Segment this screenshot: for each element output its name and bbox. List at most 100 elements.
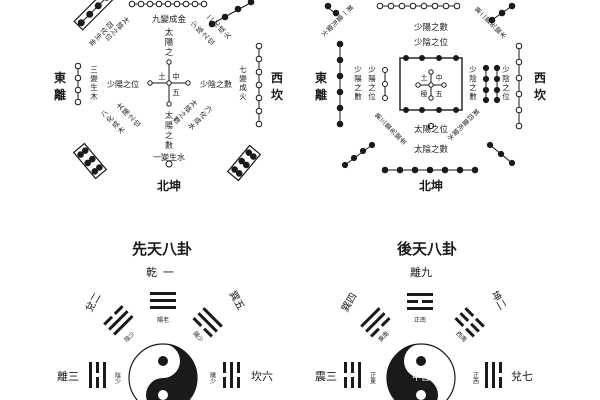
- ur-right-inner-dots: [482, 64, 501, 104]
- ur-diag-tl: 第 一 靈 先 變 火: [320, 3, 356, 39]
- ur-square-top-dots: [403, 55, 459, 61]
- ul-diag-char: 生: [93, 31, 104, 42]
- ur-left2-char: 陽: [368, 74, 376, 83]
- ul-west-char: 七: [239, 65, 247, 74]
- ur-core-bottom: 極: [421, 89, 428, 98]
- ur-core-middle: 五: [436, 90, 443, 98]
- ur-diag-char: 靈: [483, 15, 494, 26]
- ul-diag-char: 太: [120, 15, 131, 26]
- ul-diag-char: 之: [200, 30, 211, 41]
- ur-right-char: 少: [469, 65, 477, 74]
- ur-diag-char: 變: [450, 127, 461, 138]
- lr-top-small: 正南: [414, 316, 426, 324]
- lr-tr-trigram: [454, 307, 485, 338]
- ul-diag-char: 四: [104, 20, 115, 31]
- ul-diag-char: 位: [103, 32, 114, 43]
- lr-top-trigram: [407, 293, 433, 310]
- ur-diag-char: 二: [478, 10, 489, 21]
- ur-left-char: 陽: [354, 74, 362, 83]
- ul-diag-bl: 太 陽 之 位: [115, 101, 143, 129]
- ul-diag-char: 之: [109, 26, 120, 37]
- ul-diag-char: 數: [171, 115, 182, 126]
- ur-diag-char: 變: [493, 24, 504, 35]
- ur-inner-cross: [415, 69, 447, 101]
- ur-bl-dot-chain: [341, 141, 376, 169]
- ul-west-char: 成: [239, 82, 247, 92]
- ul-diag-char: 陰: [194, 24, 205, 35]
- ur-south-a: 太陰之數: [414, 144, 449, 155]
- ul-west-label-1: 西: [271, 71, 283, 85]
- ur-diag-char: 三: [378, 116, 389, 127]
- ul-south-char: 數: [165, 140, 173, 150]
- ur-left-column2: 少 陽 之 位: [368, 65, 376, 101]
- ur-tl-dot-chain: [324, 2, 340, 17]
- lr-title: 後天八卦: [396, 240, 457, 258]
- lr-tr-name: 坤二: [488, 288, 509, 312]
- ul-diag-char: 金: [87, 37, 98, 48]
- ul-west-column: 七 變 成 火: [239, 65, 247, 101]
- ul-north-label: 九變成金: [152, 14, 187, 25]
- ur-north-a: 少陽之數: [414, 22, 449, 33]
- ll-tr-small: 陽少: [191, 330, 205, 344]
- ul-sun-lesser: 少陽之位: [107, 79, 139, 89]
- ul-core-top: 中: [172, 71, 180, 81]
- ul-diag-br: 太 陰 之 數: [171, 98, 199, 126]
- ur-left2-char: 位: [368, 91, 376, 101]
- ul-diag-char: 陰: [114, 20, 125, 31]
- ur-diag-char: 火: [320, 28, 331, 39]
- ul-center-column: 太 陽 之 數: [165, 27, 174, 58]
- ul-diag-char: 化: [197, 109, 208, 120]
- ur-diag-char: 金: [398, 135, 409, 146]
- ul-west-char: 火: [239, 92, 247, 101]
- ul-diag-tl: 四 化 生 金: [87, 20, 115, 48]
- ul-core-bottom: 五: [172, 88, 180, 97]
- ur-left-inner-dots: [382, 67, 388, 101]
- lr-top-name-1: 離九: [410, 265, 432, 279]
- ur-east-label-2: 離: [315, 87, 327, 102]
- ul-diag-char: 六: [203, 104, 214, 115]
- ll-top-name: 乾一: [146, 266, 180, 279]
- ur-diag-char: 變: [324, 23, 335, 34]
- ul-left-dot-column: [74, 62, 82, 106]
- ul-center-char: 太: [165, 27, 174, 38]
- ur-diag-bl: 第 三 靈 先 變 金: [373, 110, 409, 146]
- ur-diag-char: 先: [329, 18, 340, 29]
- ur-diag-br: 第 四 靈 先 變 水: [446, 107, 482, 143]
- ul-diag-char: 化: [104, 113, 115, 124]
- ul-diag-tr: 二 化 成 火: [205, 13, 233, 41]
- ur-left-char: 數: [354, 91, 362, 101]
- ur-diag-char: 水: [446, 132, 457, 143]
- ul-diag-char: 之: [126, 112, 137, 123]
- lr-tl-trigram: [360, 307, 391, 338]
- ur-core-top: 中: [436, 73, 443, 82]
- ll-right-name: 坎六: [251, 370, 273, 383]
- ll-tr-name-group: 巽五: [226, 289, 246, 312]
- upper-right-diagram: [324, 2, 523, 174]
- ul-diag-char: 水: [186, 121, 197, 132]
- ur-top-dot-row: [376, 2, 461, 10]
- ur-sub-north: 少陰之位: [414, 37, 449, 48]
- lower-right-diagram: 後天八卦: [344, 240, 502, 400]
- upper-left-labels: 九變成金 太 陽 之 數 中 五 土 少陽之位 少陰之數 三 變 生 木 七 變…: [54, 13, 283, 193]
- ll-tr-trigram: [192, 307, 223, 338]
- upper-right-labels: 少陽之數 少陰之位 中 土 五 極 少 陽 之 數 少 陽 之 位 少 陰 之 …: [315, 3, 546, 193]
- lr-tl-name-group: 巽四: [339, 291, 359, 314]
- ul-tl-dot-frame: [73, 0, 115, 31]
- ur-bottom-dot-row: [381, 166, 479, 174]
- ll-title: 先天八卦: [132, 240, 192, 258]
- ur-left-column: 少 陽 之 數: [354, 65, 362, 101]
- ul-diag-bl2: 八 化 成 木: [99, 108, 127, 136]
- ur-left2-char: 之: [368, 82, 376, 92]
- ul-diag-char: 八: [99, 108, 110, 119]
- ll-left-trigram: [89, 362, 106, 388]
- ul-diag-tl2: 太 陰 之 位: [103, 15, 131, 43]
- ul-top-dot-row: [128, 0, 208, 8]
- ur-sub-south: 太陽之位: [414, 124, 449, 135]
- ur-left-dot-column: [336, 40, 344, 128]
- ul-south-char: 太: [165, 110, 173, 120]
- lr-tr-small: 西南: [454, 330, 468, 344]
- ll-taiji-icon: [128, 343, 198, 400]
- ul-south-char: 之: [165, 130, 173, 140]
- ur-diag-char: 第: [373, 110, 384, 121]
